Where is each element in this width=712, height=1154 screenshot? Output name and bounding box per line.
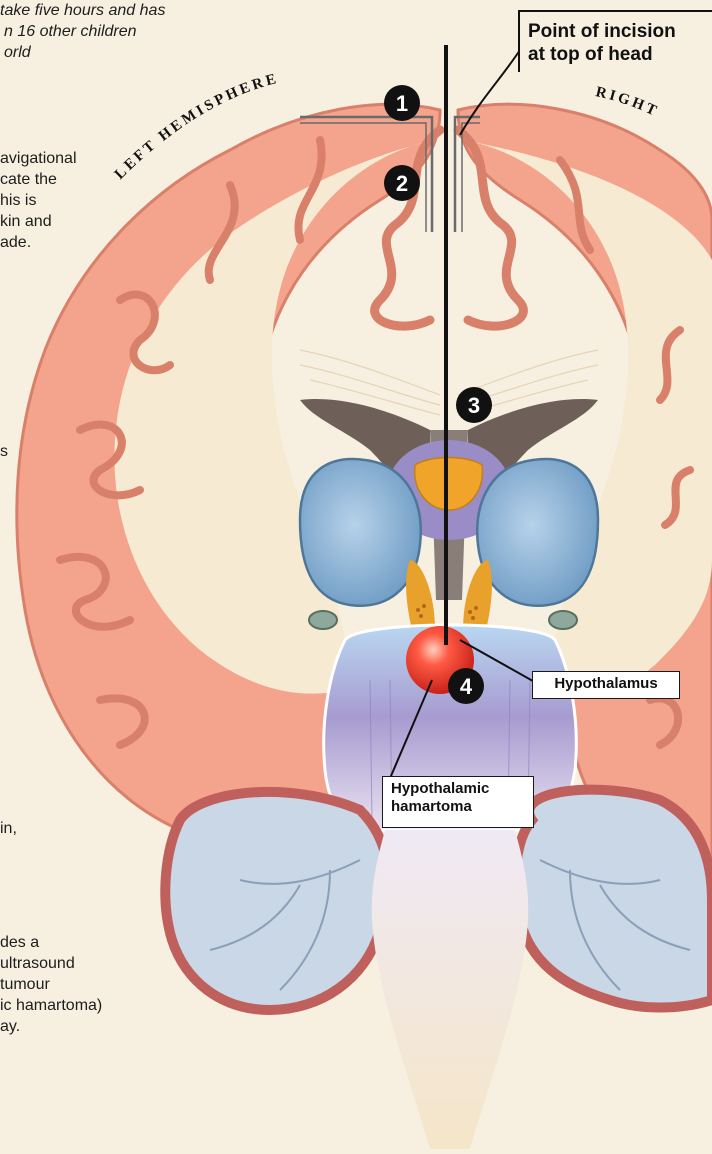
intro-line: orld <box>0 42 165 63</box>
marker-4: 4 <box>448 668 484 704</box>
step-1-line: cate the <box>0 169 77 190</box>
intro-line: n 16 other children <box>0 21 165 42</box>
step-4-line: tumour <box>0 974 102 995</box>
step-4-text: des a ultrasound tumour ic hamartoma) ay… <box>0 932 102 1037</box>
marker-2-text: 2 <box>396 171 408 196</box>
step-3-text: in, <box>0 818 17 839</box>
hamartoma-line-2: hamartoma <box>391 798 525 816</box>
step-2-text: s <box>0 441 8 462</box>
step-1-line: kin and <box>0 211 77 232</box>
incision-line-2: at top of head <box>528 43 712 66</box>
intro-text: take five hours and has n 16 other child… <box>0 0 165 63</box>
step-4-line: ultrasound <box>0 953 102 974</box>
marker-1: 1 <box>384 85 420 121</box>
hypothalamus-left <box>406 560 435 630</box>
step-1-line: his is <box>0 190 77 211</box>
step-1-line: avigational <box>0 148 77 169</box>
step-4-line: ic hamartoma) <box>0 995 102 1016</box>
nucleus-left <box>309 611 337 629</box>
cerebellum-right <box>516 790 712 1008</box>
incision-line-1: Point of incision <box>528 20 712 43</box>
intro-line: take five hours and has <box>0 0 165 21</box>
nucleus-right <box>549 611 577 629</box>
marker-4-text: 4 <box>460 674 473 699</box>
marker-2: 2 <box>384 165 420 201</box>
marker-3: 3 <box>456 387 492 423</box>
thalamus-left <box>300 459 421 606</box>
hypothalamus-callout: Hypothalamus <box>532 671 680 699</box>
step-4-line: des a <box>0 932 102 953</box>
hypothalamus-right <box>463 560 492 630</box>
right-hemisphere-text: RIGHT <box>594 84 661 120</box>
incision-callout: Point of incision at top of head <box>518 10 712 72</box>
cerebellum-left <box>165 792 388 1010</box>
step-1-line: ade. <box>0 232 77 253</box>
thalamus-right <box>477 459 598 606</box>
step-4-line: ay. <box>0 1016 102 1037</box>
hamartoma-callout: Hypothalamic hamartoma <box>382 776 534 828</box>
right-hemisphere-label: RIGHT <box>594 84 661 120</box>
marker-3-text: 3 <box>468 393 480 418</box>
step-1-text: avigational cate the his is kin and ade. <box>0 148 77 253</box>
hypothalamus-label: Hypothalamus <box>554 675 657 692</box>
step-2-line: s <box>0 441 8 462</box>
marker-1-text: 1 <box>396 91 408 116</box>
hamartoma-line-1: Hypothalamic <box>391 780 525 798</box>
spinal-cord <box>372 830 529 1149</box>
step-3-line: in, <box>0 818 17 839</box>
